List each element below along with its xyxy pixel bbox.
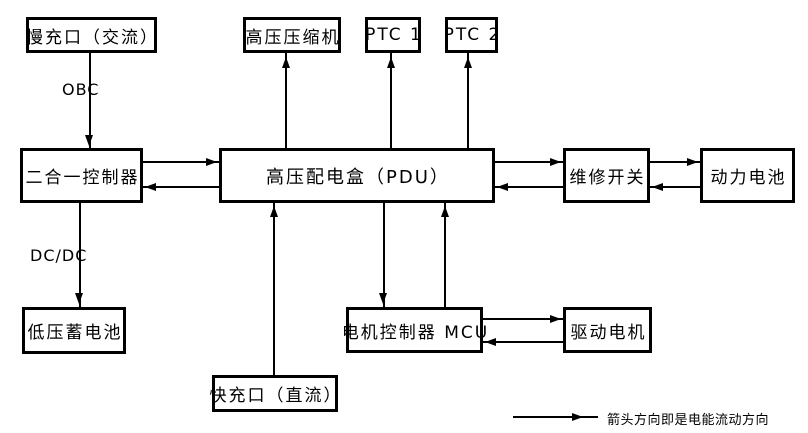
- node-service-switch: 维修开关: [563, 148, 650, 203]
- arrow-right-icon: [206, 158, 217, 166]
- arrow-right-icon: [687, 158, 698, 166]
- edge-pdu-switch-line: [495, 161, 563, 163]
- edge-pdu-mcu-line: [383, 203, 385, 307]
- node-lv-battery: 低压蓄电池: [22, 307, 126, 354]
- edge-switch-pdu-line: [495, 186, 563, 188]
- node-motor-controller: 电机控制器 MCU: [342, 307, 487, 353]
- edge-controller-pdu-line: [143, 161, 219, 163]
- edge-mcu-pdu-line: [444, 203, 446, 307]
- edge-fastcharge-pdu-line: [273, 203, 275, 375]
- arrow-down-icon: [75, 293, 83, 304]
- arrow-right-icon: [550, 315, 561, 323]
- edge-pdu-controller-line: [143, 186, 219, 188]
- edge-label-dcdc: DC/DC: [30, 246, 88, 265]
- edge-switch-battery-line: [650, 161, 700, 163]
- node-hv-compressor: 高压压缩机: [243, 17, 341, 53]
- arrow-up-icon: [464, 57, 472, 68]
- edge-motor-mcu-line: [483, 341, 563, 343]
- node-two-in-one-controller: 二合一控制器: [20, 148, 143, 203]
- edge-mcu-motor-line: [483, 318, 563, 320]
- node-pdu: 高压配电盒（PDU）: [219, 148, 495, 203]
- edge-label-obc: OBC: [62, 80, 100, 99]
- node-drive-motor: 驱动电机: [563, 307, 652, 353]
- edge-pdu-ptc1-line: [390, 53, 392, 148]
- arrow-left-icon: [497, 183, 508, 191]
- arrow-left-icon: [485, 338, 496, 346]
- arrow-right-icon: [572, 413, 583, 421]
- arrow-left-icon: [652, 183, 663, 191]
- node-power-battery: 动力电池: [700, 148, 795, 203]
- edge-battery-switch-line: [650, 186, 700, 188]
- edge-obc-line: [89, 53, 91, 148]
- node-fast-charge-port: 快充口（直流）: [210, 375, 341, 412]
- arrow-up-icon: [387, 57, 395, 68]
- arrow-up-icon: [270, 206, 278, 217]
- arrow-down-icon: [379, 293, 387, 304]
- arrow-right-icon: [550, 158, 561, 166]
- node-ptc-1: PTC 1: [365, 17, 421, 53]
- edge-pdu-ptc2-line: [467, 53, 469, 148]
- arrow-down-icon: [85, 135, 93, 146]
- edge-pdu-compressor-line: [285, 53, 287, 148]
- legend-note: 箭头方向即是电能流动方向: [607, 413, 770, 428]
- edge-dcdc-line: [79, 203, 81, 307]
- node-ptc-2: PTC 2: [444, 17, 499, 53]
- legend-arrow-line: [513, 416, 598, 418]
- arrow-left-icon: [145, 183, 156, 191]
- arrow-up-icon: [282, 57, 290, 68]
- arrow-up-icon: [441, 206, 449, 217]
- node-slow-charge-port: 慢充口（交流）: [26, 17, 157, 53]
